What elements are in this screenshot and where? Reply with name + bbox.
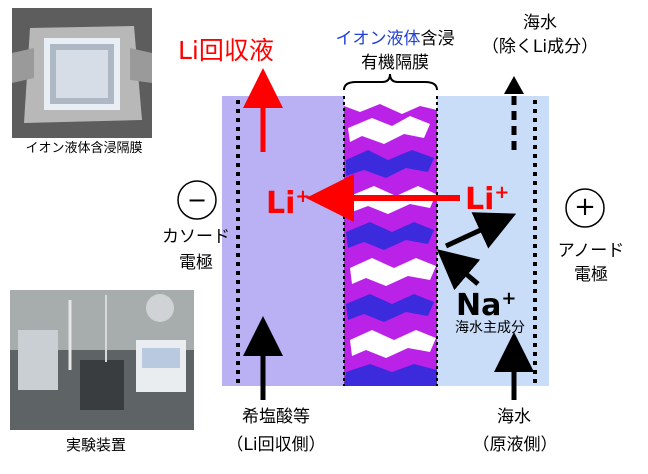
li-recovery-label: Li回収液 xyxy=(178,36,274,65)
anode-symbol-circle xyxy=(565,188,605,228)
seawater-out-arrowhead xyxy=(504,76,524,94)
cathode-symbol-circle xyxy=(177,180,217,220)
membrane-brace xyxy=(343,73,438,91)
cathode-chamber xyxy=(222,96,344,386)
acid-sublabel: （Li回収側） xyxy=(226,435,326,455)
na-caption: 海水主成分 xyxy=(455,320,525,336)
apparatus-photo-caption: 実験装置 xyxy=(65,436,126,454)
seawater-out-label: 海水 xyxy=(523,13,557,33)
na-blocked-arrow xyxy=(436,249,481,291)
membrane-photo xyxy=(12,8,152,138)
li-ion-right-symbol: Li xyxy=(465,182,495,217)
membrane-title-impregnated: 含浸 xyxy=(420,29,455,49)
na-ion-charge: + xyxy=(501,288,517,309)
seawater-in-label: 海水 xyxy=(497,407,531,427)
membrane-photo-image xyxy=(12,8,152,138)
na-ion-symbol: Na xyxy=(456,288,502,323)
membrane-title-ionic-liquid: イオン液体 xyxy=(335,29,421,49)
acid-label: 希塩酸等 xyxy=(242,407,310,427)
apparatus-photo-image xyxy=(10,290,194,430)
li-ion-right: Li+ xyxy=(465,176,510,217)
apparatus-photo xyxy=(10,290,194,430)
cathode-symbol: − xyxy=(186,186,208,214)
anode-label: アノード xyxy=(557,241,625,261)
na-ion: Na+ xyxy=(456,282,516,323)
li-ion-left: Li+ xyxy=(266,180,311,221)
cathode-label: カソード xyxy=(162,227,230,247)
seawater-in-sublabel: （原液側） xyxy=(472,435,558,455)
li-ion-left-symbol: Li xyxy=(266,186,296,221)
anode-symbol: + xyxy=(574,192,596,222)
membrane-title-line2: 有機隔膜 xyxy=(361,53,429,73)
seawater-out-sublabel: （除くLi成分） xyxy=(481,37,599,57)
membrane-title: イオン液体含浸 xyxy=(310,28,480,50)
na-to-seawater-arrow xyxy=(444,212,517,249)
li-ion-right-charge: + xyxy=(494,182,510,203)
cathode-label-line2: 電極 xyxy=(179,253,213,273)
ionic-liquid-membrane xyxy=(343,96,438,386)
anode-label-line2: 電極 xyxy=(574,265,608,285)
li-ion-left-charge: + xyxy=(295,186,311,207)
membrane-photo-caption: イオン液体含浸隔膜 xyxy=(25,141,143,156)
